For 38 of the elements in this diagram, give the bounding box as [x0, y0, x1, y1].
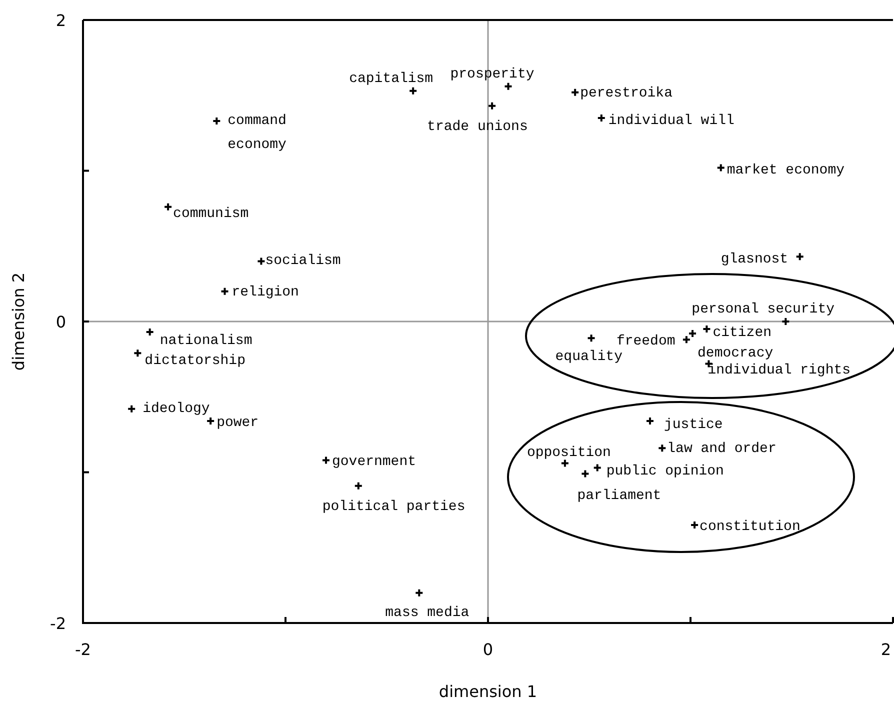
point-label: government	[332, 454, 416, 470]
axis-title: dimension 1	[438, 682, 538, 701]
point-label: equality	[555, 349, 622, 366]
tick-label: -2	[50, 614, 66, 633]
tick-label: 2	[880, 640, 891, 659]
tick-label: 2	[56, 11, 66, 30]
point-label: citizen	[712, 325, 772, 342]
point-label: nationalism	[160, 333, 252, 350]
point-label: trade unions	[427, 118, 528, 135]
point-label: command economy	[228, 113, 286, 153]
tick-label: 0	[482, 640, 494, 659]
point-label: dictatorship	[144, 353, 246, 370]
axis-title: dimension 2	[9, 272, 28, 371]
point-label: justice	[664, 417, 723, 433]
point-label: socialism	[265, 253, 341, 270]
point-label: public opinion	[606, 464, 724, 480]
point-label: opposition	[526, 445, 611, 462]
point-label: political parties	[322, 498, 466, 515]
point-label: perestroika	[580, 85, 672, 102]
point-label: ideology	[142, 400, 210, 417]
tick-label: 0	[56, 312, 66, 332]
point-label: constitution	[700, 519, 800, 536]
point-label: mass media	[385, 604, 470, 621]
point-label: power	[216, 415, 259, 431]
point-label: individual rights	[708, 362, 851, 379]
point-label: market economy	[726, 162, 844, 179]
point-label: personal security	[692, 302, 834, 318]
point-label: individual will	[608, 113, 734, 129]
point-label: democracy	[698, 346, 774, 362]
point-label: religion	[232, 284, 299, 300]
point-label: prosperity	[450, 66, 534, 82]
point-label: glasnost	[720, 252, 788, 268]
point-label: law and order	[667, 441, 776, 458]
tick-label: -2	[75, 640, 91, 659]
point-label: communism	[173, 206, 249, 222]
point-label: parliament	[577, 488, 662, 504]
point-label: capitalism	[349, 70, 434, 87]
point-label: freedom	[616, 334, 676, 350]
